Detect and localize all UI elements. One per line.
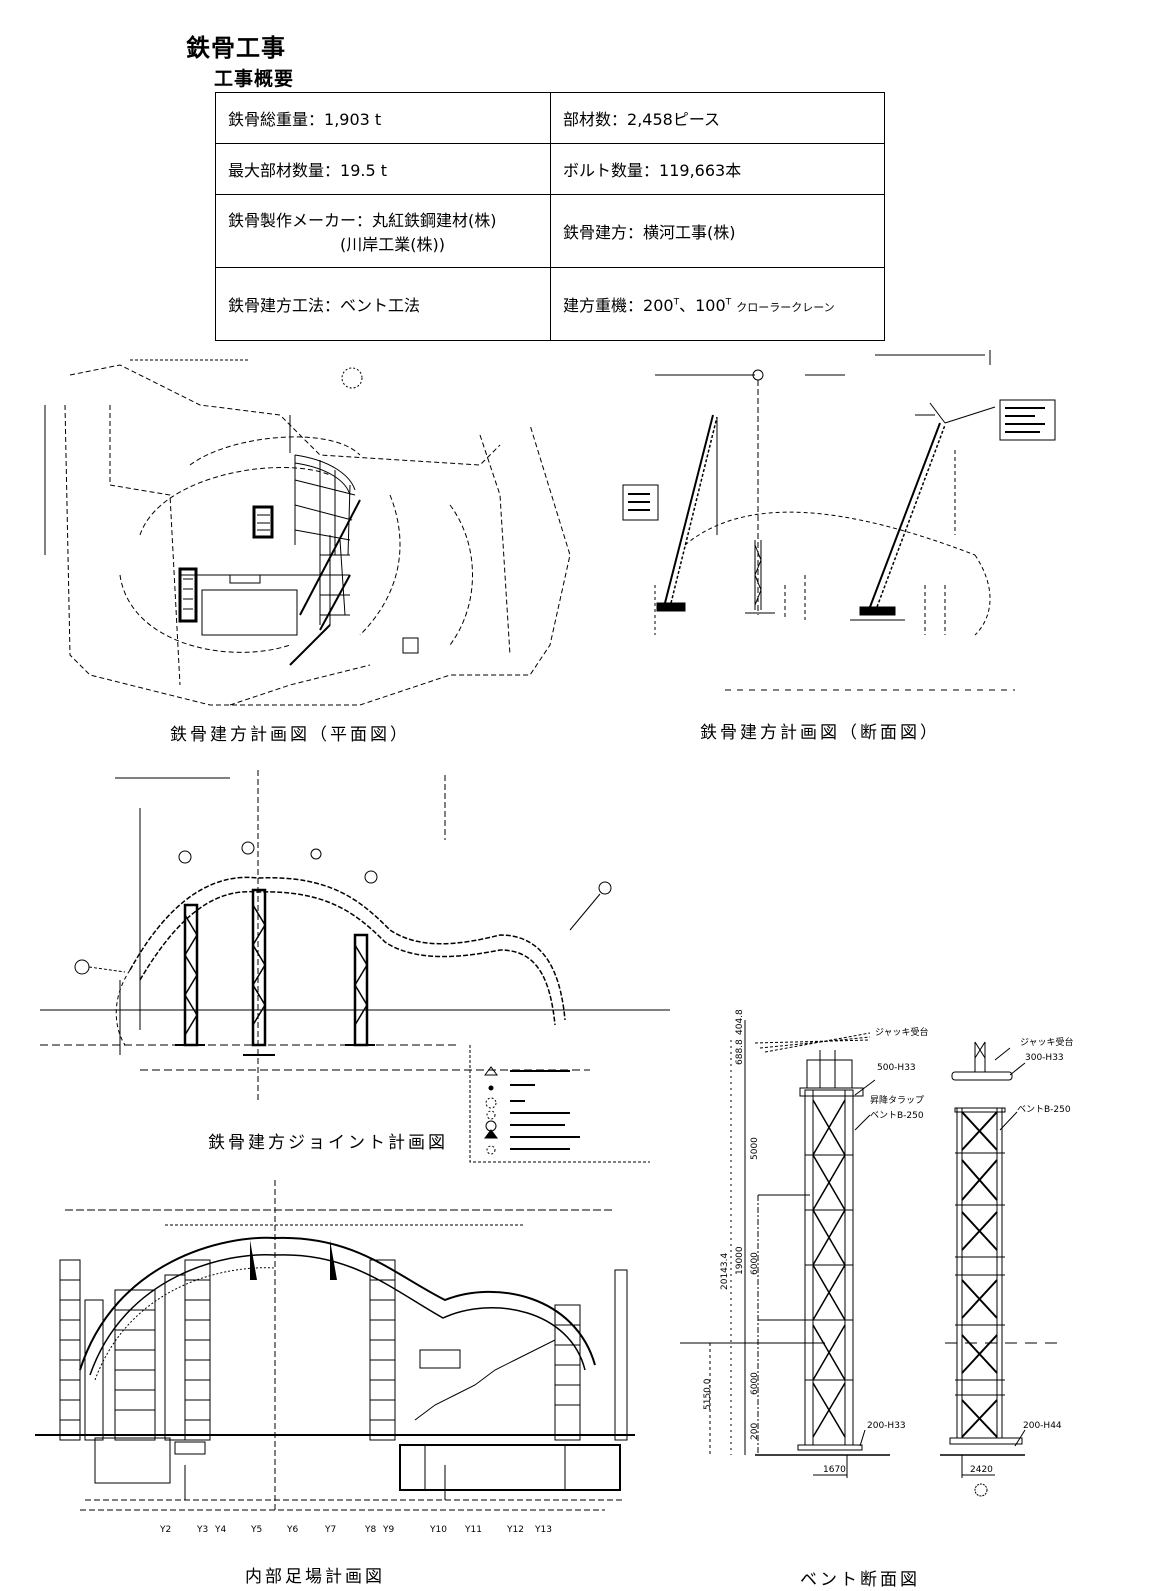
cell-label: 鉄骨建方 xyxy=(563,223,628,242)
scaffold-plan-drawing xyxy=(25,1180,645,1540)
section-subtitle: 工事概要 xyxy=(214,68,295,90)
dimension-688: 688.8 xyxy=(735,1039,745,1065)
crane-capacity-b: 100 xyxy=(695,296,726,315)
grid-label: Y6 xyxy=(287,1525,299,1535)
bolt-count-cell: ボルト数量：119,663本 xyxy=(550,143,885,195)
segment-200-dimension: 200 xyxy=(750,1423,760,1440)
bent-label-left: ベントB-250 xyxy=(870,1111,924,1121)
table-row: 最大部材数量：19.5 t ボルト数量：119,663本 xyxy=(215,143,885,195)
base-beam-label-left: 200-H33 xyxy=(867,1421,906,1431)
member-count-cell: 部材数：2,458ピース xyxy=(550,92,885,144)
cell-value: 2,458ピース xyxy=(627,110,721,129)
colon: ： xyxy=(627,223,644,242)
cell-value: 119,663本 xyxy=(659,161,742,180)
segment-6000-dimension: 6000 xyxy=(750,1252,760,1275)
scaffold-plan-caption: 内部足場計画図 xyxy=(245,1567,385,1587)
cell-value-secondary: (川岸工業(株)) xyxy=(340,235,445,254)
section-drawing xyxy=(595,345,1065,695)
page-title: 鉄骨工事 xyxy=(186,34,286,62)
grid-label: Y4 xyxy=(215,1525,227,1535)
grid-label: Y12 xyxy=(507,1525,524,1535)
table-row: 鉄骨総重量：1,903 t 部材数：2,458ピース xyxy=(215,92,885,144)
table-row: 鉄骨建方工法：ベント工法 建方重機：200T、100T クローラークレーン xyxy=(215,267,885,341)
grid-label: Y5 xyxy=(251,1525,263,1535)
cell-value: 丸紅鉄鋼建材(株) xyxy=(372,211,497,230)
cell-label: ボルト数量 xyxy=(563,161,644,180)
ladder-label: 昇降タラップ xyxy=(870,1094,924,1106)
cell-value: ベント工法 xyxy=(340,296,421,315)
width-dimension-right: 2420 xyxy=(970,1465,993,1475)
grid-label: Y9 xyxy=(383,1525,395,1535)
cell-value: 19.5 t xyxy=(340,161,388,180)
bent-section-drawing: ジャッキ受台 ジャッキ受台 500-H33 300-H33 昇降タラップ ベント… xyxy=(665,1009,1074,1560)
cell-label: 最大部材数量 xyxy=(228,161,325,180)
crane-type: クローラークレーン xyxy=(736,301,835,314)
heavy-machinery-cell: 建方重機：200T、100T クローラークレーン xyxy=(550,267,885,341)
unit-ton: T xyxy=(725,297,732,308)
plan-drawing xyxy=(30,345,590,715)
segment-6000-dimension: 6000 xyxy=(750,1372,760,1395)
cell-label: 建方重機 xyxy=(563,296,628,315)
grid-label: Y7 xyxy=(325,1525,337,1535)
jack-support-label-left: ジャッキ受台 xyxy=(875,1026,929,1038)
colon: ： xyxy=(627,296,644,315)
colon: ： xyxy=(611,110,628,129)
joint-plan-caption: 鉄骨建方ジョイント計画図 xyxy=(208,1133,448,1153)
colon: ： xyxy=(643,161,660,180)
bent-label-right: ベントB-250 xyxy=(1017,1105,1071,1115)
cell-label: 鉄骨製作メーカー xyxy=(228,211,357,230)
beam-label-left: 500-H33 xyxy=(877,1063,916,1073)
erection-method-cell: 鉄骨建方工法：ベント工法 xyxy=(215,267,551,341)
table-row: 鉄骨製作メーカー：丸紅鉄鋼建材(株) (川岸工業(株)) 鉄骨建方：横河工事(株… xyxy=(215,194,885,268)
bent-section-caption: ベント断面図 xyxy=(800,1570,920,1590)
unit-ton: T xyxy=(673,297,680,308)
grid-label: Y11 xyxy=(465,1525,482,1535)
jack-support-label-right: ジャッキ受台 xyxy=(1020,1036,1074,1048)
colon: ： xyxy=(308,110,325,129)
width-dimension-left: 1670 xyxy=(823,1465,846,1475)
cell-label: 鉄骨総重量 xyxy=(228,110,309,129)
steel-fabricator-cell: 鉄骨製作メーカー：丸紅鉄鋼建材(株) (川岸工業(株)) xyxy=(215,194,551,268)
dimension-5150: 5150.0 xyxy=(703,1378,713,1410)
beam-label-right: 300-H33 xyxy=(1025,1053,1064,1063)
grid-label: Y2 xyxy=(160,1525,172,1535)
scaffold-grid-axis: Y2 Y3 Y4 Y5 Y6 Y7 Y8 Y9 Y10 Y11 Y12 Y13 xyxy=(25,1525,645,1545)
height-19000-dimension: 19000 xyxy=(735,1246,745,1275)
plan-drawing-caption: 鉄骨建方計画図（平面図） xyxy=(170,725,410,745)
total-steel-weight-cell: 鉄骨総重量：1,903 t xyxy=(215,92,551,144)
cell-label: 部材数 xyxy=(563,110,612,129)
cell-label: 鉄骨建方工法 xyxy=(228,296,325,315)
colon: ： xyxy=(324,161,341,180)
grid-label: Y8 xyxy=(365,1525,377,1535)
joint-plan-drawing xyxy=(30,770,680,1130)
total-height-dimension: 20143.4 xyxy=(720,1253,730,1290)
grid-label: Y13 xyxy=(535,1525,552,1535)
max-member-weight-cell: 最大部材数量：19.5 t xyxy=(215,143,551,195)
steel-erector-cell: 鉄骨建方：横河工事(株) xyxy=(550,194,885,268)
base-beam-label-right: 200-H44 xyxy=(1023,1421,1062,1431)
colon: ： xyxy=(356,211,373,230)
crane-capacity-a: 200 xyxy=(643,296,674,315)
summary-table: 鉄骨総重量：1,903 t 部材数：2,458ピース 最大部材数量：19.5 t… xyxy=(215,92,885,341)
grid-label: Y3 xyxy=(197,1525,209,1535)
cell-value: 横河工事(株) xyxy=(643,223,736,242)
segment-5000-dimension: 5000 xyxy=(750,1137,760,1160)
section-drawing-caption: 鉄骨建方計画図（断面図） xyxy=(700,723,940,743)
separator: 、 xyxy=(679,296,696,315)
colon: ： xyxy=(324,296,341,315)
dimension-404: 404.8 xyxy=(735,1009,745,1035)
grid-label: Y10 xyxy=(430,1525,447,1535)
cell-value: 1,903 t xyxy=(324,110,382,129)
